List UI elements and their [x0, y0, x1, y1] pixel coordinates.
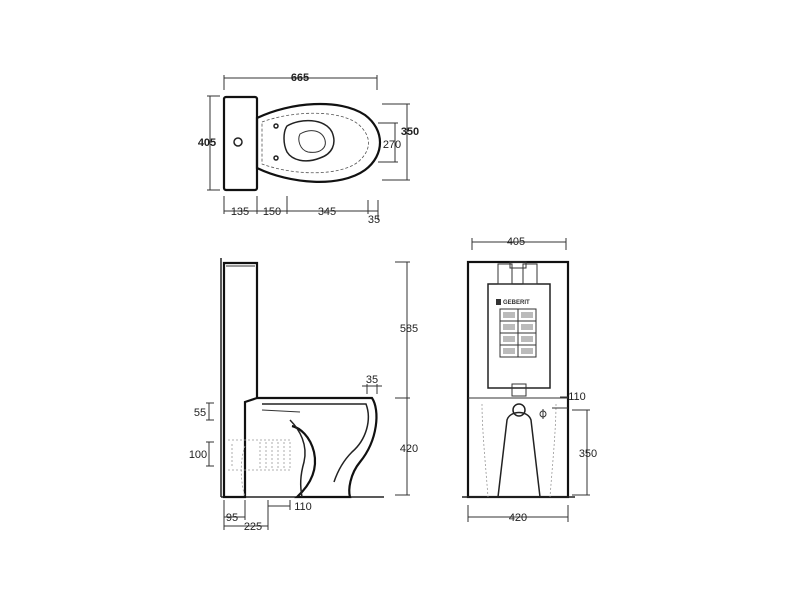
trap-side	[289, 419, 306, 498]
dim-top-width-front: 405	[471, 236, 567, 250]
brand-logo-icon	[496, 299, 501, 305]
tank-side	[222, 261, 259, 499]
label-225: 225	[244, 521, 262, 533]
dim-outlet-height: 100	[189, 441, 214, 467]
label-35-top: 35	[368, 214, 380, 226]
label-35-side: 35	[366, 374, 378, 386]
label-350-top: 350	[401, 126, 419, 138]
seat-dashed	[261, 112, 369, 174]
dim-overall-length: 665	[223, 72, 378, 90]
cistern-bracket-left	[497, 263, 513, 285]
label-405-top: 405	[198, 137, 216, 149]
label-150: 150	[263, 206, 281, 218]
dim-rim-overhang: 35	[362, 374, 382, 394]
label-55: 55	[194, 407, 206, 419]
tank-top	[222, 95, 259, 192]
label-110-side: 110	[294, 501, 312, 513]
cistern-top-cap	[509, 261, 527, 269]
label-95: 95	[226, 512, 238, 524]
dim-inlet-front: 110	[552, 391, 586, 409]
bowl-side	[257, 396, 378, 499]
rim-line	[261, 409, 301, 413]
label-110-front: 110	[568, 391, 586, 403]
label-350-front: 350	[579, 448, 597, 460]
dim-tank-height: 585	[395, 261, 418, 399]
instruction-panel	[499, 308, 537, 358]
pedestal-hidden-right	[549, 403, 557, 498]
flush-valve	[511, 383, 527, 397]
dim-bottom-width-front: 420	[467, 505, 569, 524]
brand-label: GEBERIT	[503, 300, 530, 306]
label-405-front: 405	[507, 236, 525, 248]
front-view: 405 GEBERIT	[462, 236, 597, 524]
dim-inlet-depth: 55	[194, 402, 214, 421]
top-view: 665 405 350 270	[198, 72, 419, 226]
label-420-side: 420	[400, 443, 418, 455]
pedestal-hidden-left	[481, 403, 489, 498]
pipe-hidden-3	[240, 445, 246, 498]
flush-hole	[233, 137, 243, 147]
label-665: 665	[291, 72, 309, 84]
cistern-bracket-right	[522, 263, 538, 285]
dim-offsets-side: 95 225 110	[223, 500, 312, 533]
pipe-hidden	[228, 439, 291, 471]
pedestal-front	[497, 411, 541, 498]
cistern-frame	[487, 283, 551, 389]
side-view: 585 420 35 55 100	[189, 258, 418, 533]
dim-outlet-height-front: 350	[572, 409, 597, 496]
dim-overall-width: 405	[198, 95, 220, 191]
label-135: 135	[231, 206, 249, 218]
coupling-hatch	[259, 442, 285, 468]
label-100: 100	[189, 449, 207, 461]
seat-inner	[283, 119, 335, 162]
hinge-left	[273, 123, 279, 129]
dim-bowl-height: 420	[395, 398, 418, 496]
seat-opening	[298, 130, 326, 153]
bowl-outline-top	[255, 102, 381, 183]
dim-segments-top: 135 150 345 35	[223, 196, 380, 226]
outlet-pipe	[512, 403, 526, 417]
label-420-front: 420	[509, 512, 527, 524]
label-585: 585	[400, 323, 418, 335]
hinge-right	[273, 155, 279, 161]
bowl-inner-side	[262, 403, 370, 483]
label-270: 270	[383, 139, 401, 151]
dim-bowl-width: 350 270	[378, 103, 419, 181]
label-345: 345	[318, 206, 336, 218]
